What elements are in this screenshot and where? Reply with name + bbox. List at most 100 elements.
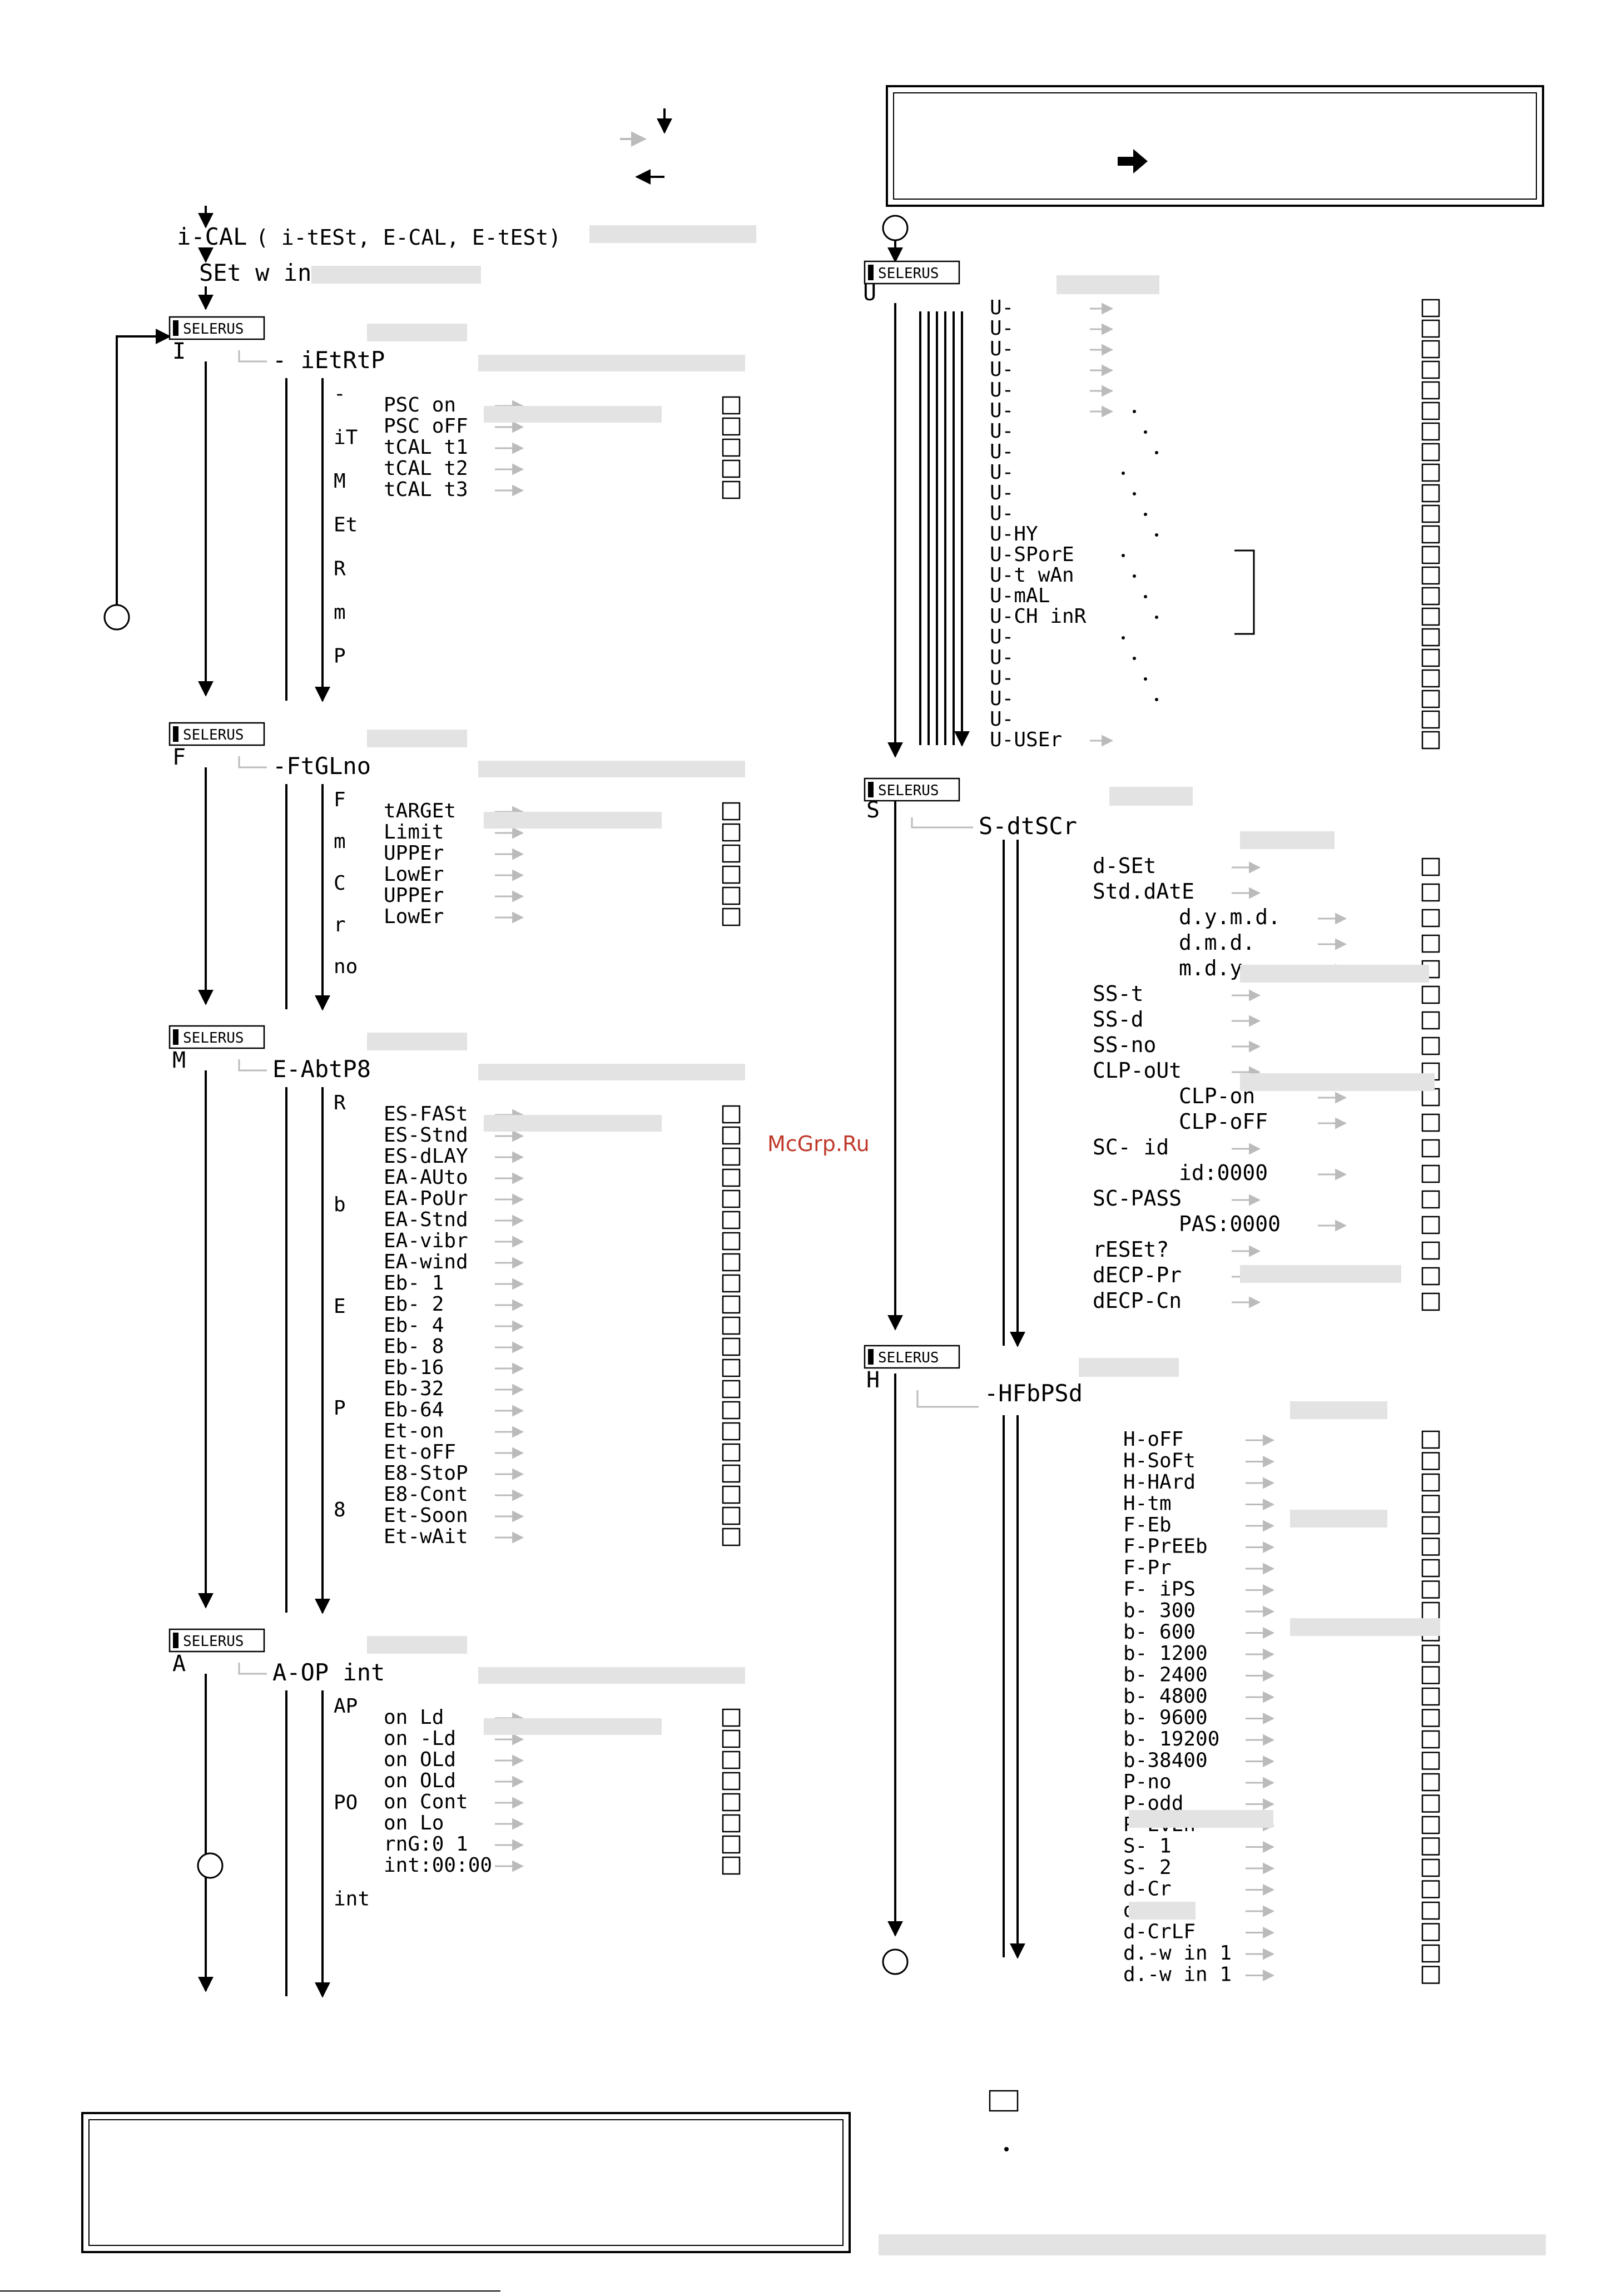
badge-label: SELERUS xyxy=(183,1633,244,1650)
s-item-checkbox xyxy=(1421,1241,1440,1260)
item-checkbox xyxy=(722,1380,741,1399)
h-item-label: H-tm xyxy=(1123,1492,1172,1515)
menu-item-label: Eb- 2 xyxy=(384,1293,444,1316)
root-connector xyxy=(238,1059,267,1072)
item-checkbox xyxy=(722,438,741,457)
h-item-label: d.-w in 1 xyxy=(1123,1963,1232,1986)
item-checkbox xyxy=(722,480,741,499)
item-checkbox xyxy=(722,1835,741,1854)
side-label: r xyxy=(334,914,346,936)
badge-label: SELERUS xyxy=(878,782,939,799)
menu-letter: A xyxy=(172,1651,186,1677)
item-checkbox xyxy=(722,1856,741,1875)
h-item-checkbox xyxy=(1421,1580,1440,1599)
s-item-label: PAS:0000 xyxy=(1179,1212,1281,1236)
menu-badge-i: SELERUS xyxy=(168,316,265,340)
menu-badge-u: SELERUS xyxy=(864,260,960,285)
menu-item-label: on -Ld xyxy=(384,1727,456,1750)
s-item-label: d-SEt xyxy=(1093,854,1156,878)
s-item-label: SC- id xyxy=(1093,1135,1169,1159)
u-item-label: U- xyxy=(990,708,1014,731)
item-checkbox xyxy=(722,1708,741,1727)
menu-item-label: tARGEt xyxy=(384,800,456,822)
side-label: F xyxy=(334,789,346,811)
h-item-label: H-HArd xyxy=(1123,1471,1196,1494)
u-item-label: U- xyxy=(990,420,1014,443)
dot xyxy=(1122,554,1125,557)
s-item-label: SS-d xyxy=(1093,1007,1144,1032)
footer-bar xyxy=(879,2234,1546,2255)
u-item-label: U- xyxy=(990,379,1014,401)
h-item-label: F-Eb xyxy=(1123,1514,1172,1536)
s-item-checkbox xyxy=(1421,1164,1440,1183)
menu-root-label: E-AbtP8 xyxy=(272,1055,371,1083)
h-item-checkbox xyxy=(1421,1944,1440,1963)
menu-item-label: Eb- 4 xyxy=(384,1314,444,1337)
u-item-label: U-t wAn xyxy=(990,564,1074,587)
item-checkbox xyxy=(722,1528,741,1546)
menu-item-label: PSC on xyxy=(384,394,456,416)
s-item-checkbox xyxy=(1421,1190,1440,1209)
menu-badge-m: SELERUS xyxy=(168,1025,265,1049)
menu-item-label: EA-AUto xyxy=(384,1166,468,1189)
h-item-checkbox xyxy=(1421,1966,1440,1984)
h-item-checkbox xyxy=(1421,1880,1440,1898)
item-checkbox xyxy=(722,1105,741,1124)
notice-box-top xyxy=(886,85,1544,207)
watermark: McGrp.Ru xyxy=(767,1132,870,1156)
u-item-label: U-CH inR xyxy=(990,605,1087,628)
h-item-label: H-SoFt xyxy=(1123,1450,1196,1472)
h-item-label: P-no xyxy=(1123,1771,1172,1793)
s-item-label: rESEt? xyxy=(1093,1237,1169,1262)
s-item-checkbox xyxy=(1421,934,1440,953)
loop-circle-3 xyxy=(882,1948,909,1975)
side-label: b xyxy=(334,1193,346,1216)
s-item-label: dECP-Cn xyxy=(1093,1288,1182,1313)
h-item-checkbox xyxy=(1421,1644,1440,1663)
root-connector xyxy=(911,817,973,829)
u-item-label: U- xyxy=(990,461,1014,484)
side-label: R xyxy=(334,1092,346,1114)
badge-label: SELERUS xyxy=(183,321,244,338)
item-checkbox xyxy=(722,1168,741,1187)
side-label: P xyxy=(334,1397,346,1420)
h-item-label: b-38400 xyxy=(1123,1749,1208,1772)
dot xyxy=(1155,616,1158,619)
menu-item-label: on Cont xyxy=(384,1791,468,1813)
item-checkbox xyxy=(722,1189,741,1208)
root-connector xyxy=(238,350,267,363)
item-checkbox xyxy=(722,823,741,842)
h-item-checkbox xyxy=(1421,1816,1440,1834)
u-item-label: U- xyxy=(990,317,1014,340)
item-checkbox xyxy=(722,1126,741,1145)
menu-item-label: Eb-64 xyxy=(384,1399,444,1421)
s-item-checkbox xyxy=(1421,1267,1440,1286)
u-item-checkbox xyxy=(1421,566,1440,585)
h-item-checkbox xyxy=(1421,1452,1440,1470)
menu-item-label: PSC oFF xyxy=(384,415,468,438)
menu-root-label: A-OP int xyxy=(272,1659,385,1686)
menu-item-label: E8-Cont xyxy=(384,1483,468,1506)
dot xyxy=(1144,677,1147,681)
dot xyxy=(1144,513,1147,516)
menu-letter: I xyxy=(172,339,186,364)
u-item-label: U-USEr xyxy=(990,728,1062,751)
s-item-checkbox xyxy=(1421,985,1440,1004)
root-connector xyxy=(238,756,267,768)
side-label: P xyxy=(334,644,346,667)
legend-checkbox xyxy=(989,2090,1019,2112)
root-connector xyxy=(916,1390,979,1408)
h-item-label: H-oFF xyxy=(1123,1428,1183,1451)
menu-badge-f: SELERUS xyxy=(168,722,265,746)
u-item-label: U- xyxy=(990,626,1014,648)
item-checkbox xyxy=(722,865,741,884)
badge-label: SELERUS xyxy=(878,265,939,282)
menu-letter: H xyxy=(866,1367,880,1393)
u-item-label: U- xyxy=(990,667,1014,690)
u-item-label: U- xyxy=(990,687,1014,710)
item-checkbox xyxy=(722,417,741,436)
item-checkbox xyxy=(722,844,741,863)
h-item-label: b- 300 xyxy=(1123,1599,1196,1622)
menu-item-label: on Ld xyxy=(384,1706,444,1729)
u-item-checkbox xyxy=(1421,299,1440,318)
